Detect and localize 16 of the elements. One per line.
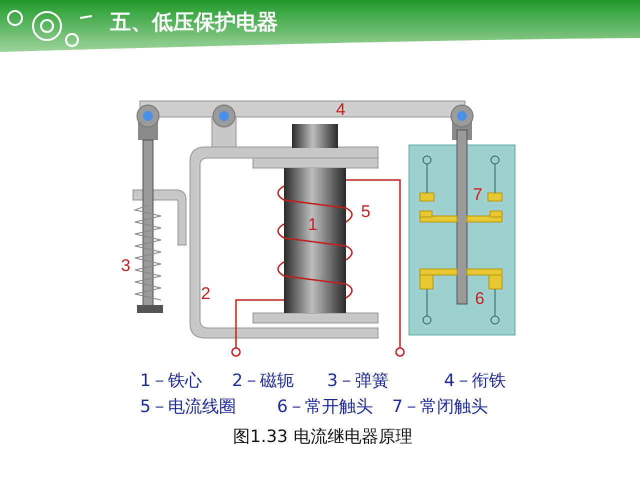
callout-number: 7	[473, 186, 482, 203]
key-text: 3－弹簧	[327, 373, 389, 390]
key-text: 2－磁轭	[232, 373, 294, 390]
callout-number: 4	[336, 101, 346, 118]
figure-caption: 图1.33 电流继电器原理	[233, 429, 412, 446]
callout-number: 2	[201, 285, 210, 302]
callout-number: 3	[121, 257, 130, 274]
key-text: 4－衔铁	[444, 373, 506, 390]
key-text: 6－常开触头	[277, 399, 373, 416]
callout-number: 6	[475, 290, 484, 307]
key-text: 5－电流线圈	[140, 399, 236, 416]
callout-number: 5	[361, 203, 370, 220]
key-text: 7－常闭触头	[392, 399, 488, 416]
callout-number: 1	[308, 216, 318, 233]
key-text: 1－铁心	[140, 373, 202, 390]
page-title: 五、低压保护电器	[110, 12, 278, 33]
